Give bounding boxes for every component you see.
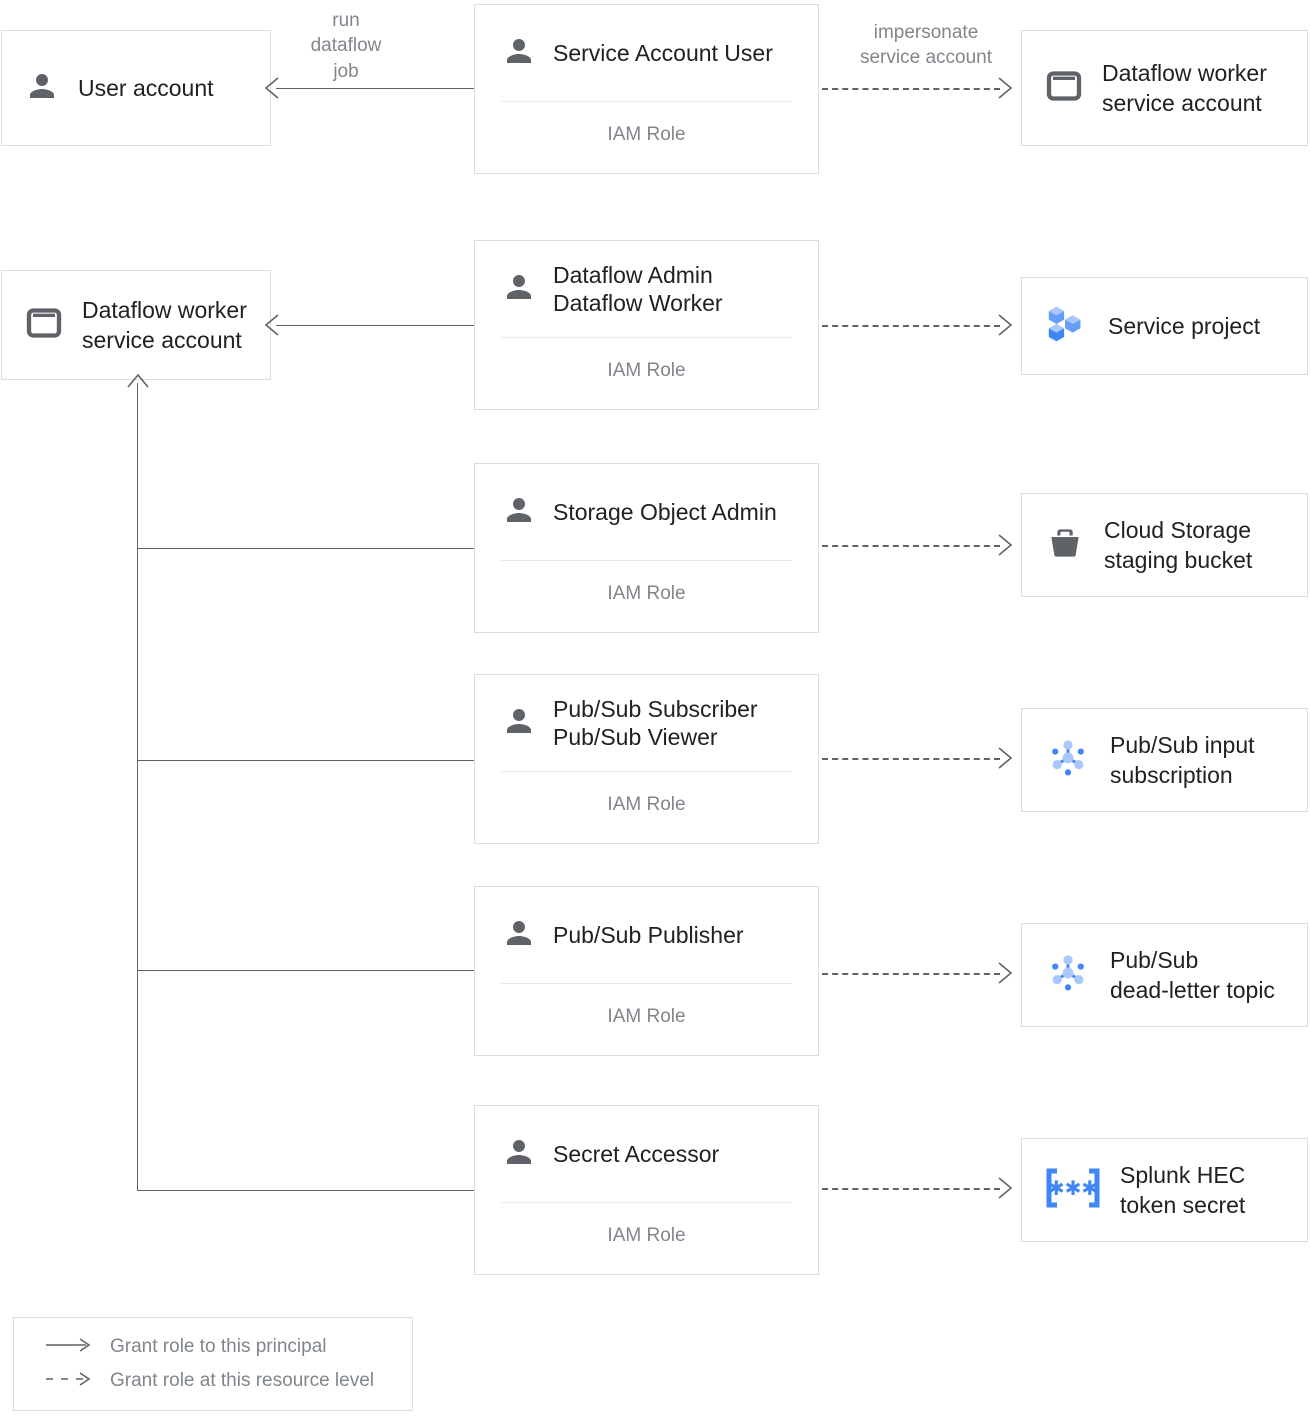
cloud-storage-bucket-icon — [1044, 522, 1086, 569]
person-icon — [501, 269, 537, 310]
entity-label: Cloud Storage staging bucket — [1104, 516, 1253, 573]
arrowhead-right — [996, 1176, 1014, 1205]
role-card-header: Secret Accessor — [475, 1106, 818, 1202]
dashed-arrow-icon — [44, 1371, 92, 1392]
entity-label: Dataflow worker service account — [1102, 59, 1267, 116]
role-card-header: Service Account User — [475, 5, 818, 101]
entity-label: User account — [78, 74, 214, 101]
arrowhead-right — [996, 313, 1014, 342]
connector-dashed-pubsub-input — [822, 758, 1000, 760]
connector-dashed-service-project — [822, 325, 1000, 327]
legend-row-dashed: Grant role at this resource level — [44, 1370, 412, 1392]
role-card-header: Pub/Sub Publisher — [475, 887, 818, 983]
role-card-pubsub-publisher: Pub/Sub Publisher IAM Role — [474, 886, 819, 1056]
project-hexagons-icon — [1044, 301, 1090, 352]
dataflow-worker-icon — [1044, 66, 1084, 111]
role-divider — [501, 101, 792, 102]
role-subtitle: IAM Role — [607, 360, 686, 381]
pubsub-icon — [1044, 949, 1092, 1002]
role-title: Secret Accessor — [553, 1140, 720, 1167]
arrowhead-right — [996, 533, 1014, 562]
connector-branch-storage-object-admin — [137, 548, 474, 549]
role-subtitle: IAM Role — [607, 124, 686, 145]
role-title: Dataflow Admin Dataflow Worker — [553, 261, 723, 316]
person-icon — [501, 492, 537, 533]
person-icon — [501, 703, 537, 744]
connector-dashed-pubsub-dead-letter — [822, 973, 1000, 975]
entity-label: Service project — [1108, 312, 1261, 339]
role-card-header: Storage Object Admin — [475, 464, 818, 560]
entity-splunk-hec-token-secret: ✱✱✱ Splunk HEC token secret — [1021, 1138, 1308, 1242]
entity-dataflow-worker-service-account-left: Dataflow worker service account — [1, 270, 271, 380]
role-subtitle: IAM Role — [607, 1006, 686, 1027]
connector-solid-dataflow-admin-to-sa — [276, 325, 474, 326]
arrowhead-right — [996, 746, 1014, 775]
role-divider — [501, 983, 792, 984]
person-icon — [24, 68, 60, 109]
person-icon — [501, 915, 537, 956]
entity-cloud-storage-staging-bucket: Cloud Storage staging bucket — [1021, 493, 1308, 597]
arrowhead-left — [264, 76, 280, 105]
role-card-service-account-user: Service Account User IAM Role — [474, 4, 819, 174]
role-subtitle: IAM Role — [607, 583, 686, 604]
arrowhead-up — [126, 373, 150, 394]
role-divider — [501, 337, 792, 338]
role-divider — [501, 771, 792, 772]
entity-service-project: Service project — [1021, 277, 1308, 375]
edge-label-impersonate-service-account: impersonate service account — [859, 22, 992, 69]
entity-dataflow-worker-service-account-right: Dataflow worker service account — [1021, 30, 1308, 146]
entity-label: Pub/Sub dead-letter topic — [1110, 946, 1275, 1003]
role-card-header: Pub/Sub Subscriber Pub/Sub Viewer — [475, 675, 818, 771]
role-title: Service Account User — [553, 39, 773, 66]
role-divider — [501, 560, 792, 561]
role-subtitle: IAM Role — [607, 794, 686, 815]
legend-row-solid: Grant role to this principal — [44, 1336, 412, 1358]
arrowhead-right — [996, 76, 1014, 105]
role-card-secret-accessor: Secret Accessor IAM Role — [474, 1105, 819, 1275]
entity-user-account: User account — [1, 30, 271, 146]
arrowhead-right — [996, 961, 1014, 990]
legend: Grant role to this principal Grant role … — [13, 1317, 413, 1411]
entity-label: Pub/Sub input subscription — [1110, 731, 1255, 788]
role-card-storage-object-admin: Storage Object Admin IAM Role — [474, 463, 819, 633]
entity-pubsub-dead-letter-topic: Pub/Sub dead-letter topic — [1021, 923, 1308, 1027]
connector-solid-run-dataflow-job — [276, 88, 474, 89]
connector-dashed-impersonate — [822, 88, 1000, 90]
connector-branch-pubsub-publisher — [137, 970, 474, 971]
pubsub-icon — [1044, 734, 1092, 787]
legend-label-solid: Grant role to this principal — [110, 1336, 327, 1357]
entity-label: Dataflow worker service account — [82, 296, 247, 353]
role-subtitle: IAM Role — [607, 1225, 686, 1246]
svg-text:✱✱✱: ✱✱✱ — [1048, 1176, 1098, 1200]
role-title: Pub/Sub Publisher — [553, 921, 744, 948]
connector-branch-secret-accessor — [137, 1190, 474, 1191]
connector-vertical-bus — [137, 383, 138, 1191]
connector-branch-pubsub-subscriber — [137, 760, 474, 761]
role-card-header: Dataflow Admin Dataflow Worker — [475, 241, 818, 337]
role-divider — [501, 1202, 792, 1203]
entity-pubsub-input-subscription: Pub/Sub input subscription — [1021, 708, 1308, 812]
legend-label-dashed: Grant role at this resource level — [110, 1370, 375, 1391]
entity-label: Splunk HEC token secret — [1120, 1161, 1246, 1218]
secret-manager-icon: ✱✱✱ — [1044, 1165, 1102, 1216]
role-title: Pub/Sub Subscriber Pub/Sub Viewer — [553, 695, 758, 750]
solid-arrow-icon — [44, 1337, 92, 1358]
person-icon — [501, 33, 537, 74]
role-card-dataflow-admin-worker: Dataflow Admin Dataflow Worker IAM Role — [474, 240, 819, 410]
edge-label-run-dataflow-job: run dataflow job — [310, 10, 382, 82]
dataflow-worker-icon — [24, 303, 64, 348]
arrowhead-left — [264, 313, 280, 342]
connector-dashed-splunk-secret — [822, 1188, 1000, 1190]
person-icon — [501, 1134, 537, 1175]
role-title: Storage Object Admin — [553, 498, 777, 525]
connector-dashed-cloud-storage — [822, 545, 1000, 547]
role-card-pubsub-subscriber-viewer: Pub/Sub Subscriber Pub/Sub Viewer IAM Ro… — [474, 674, 819, 844]
